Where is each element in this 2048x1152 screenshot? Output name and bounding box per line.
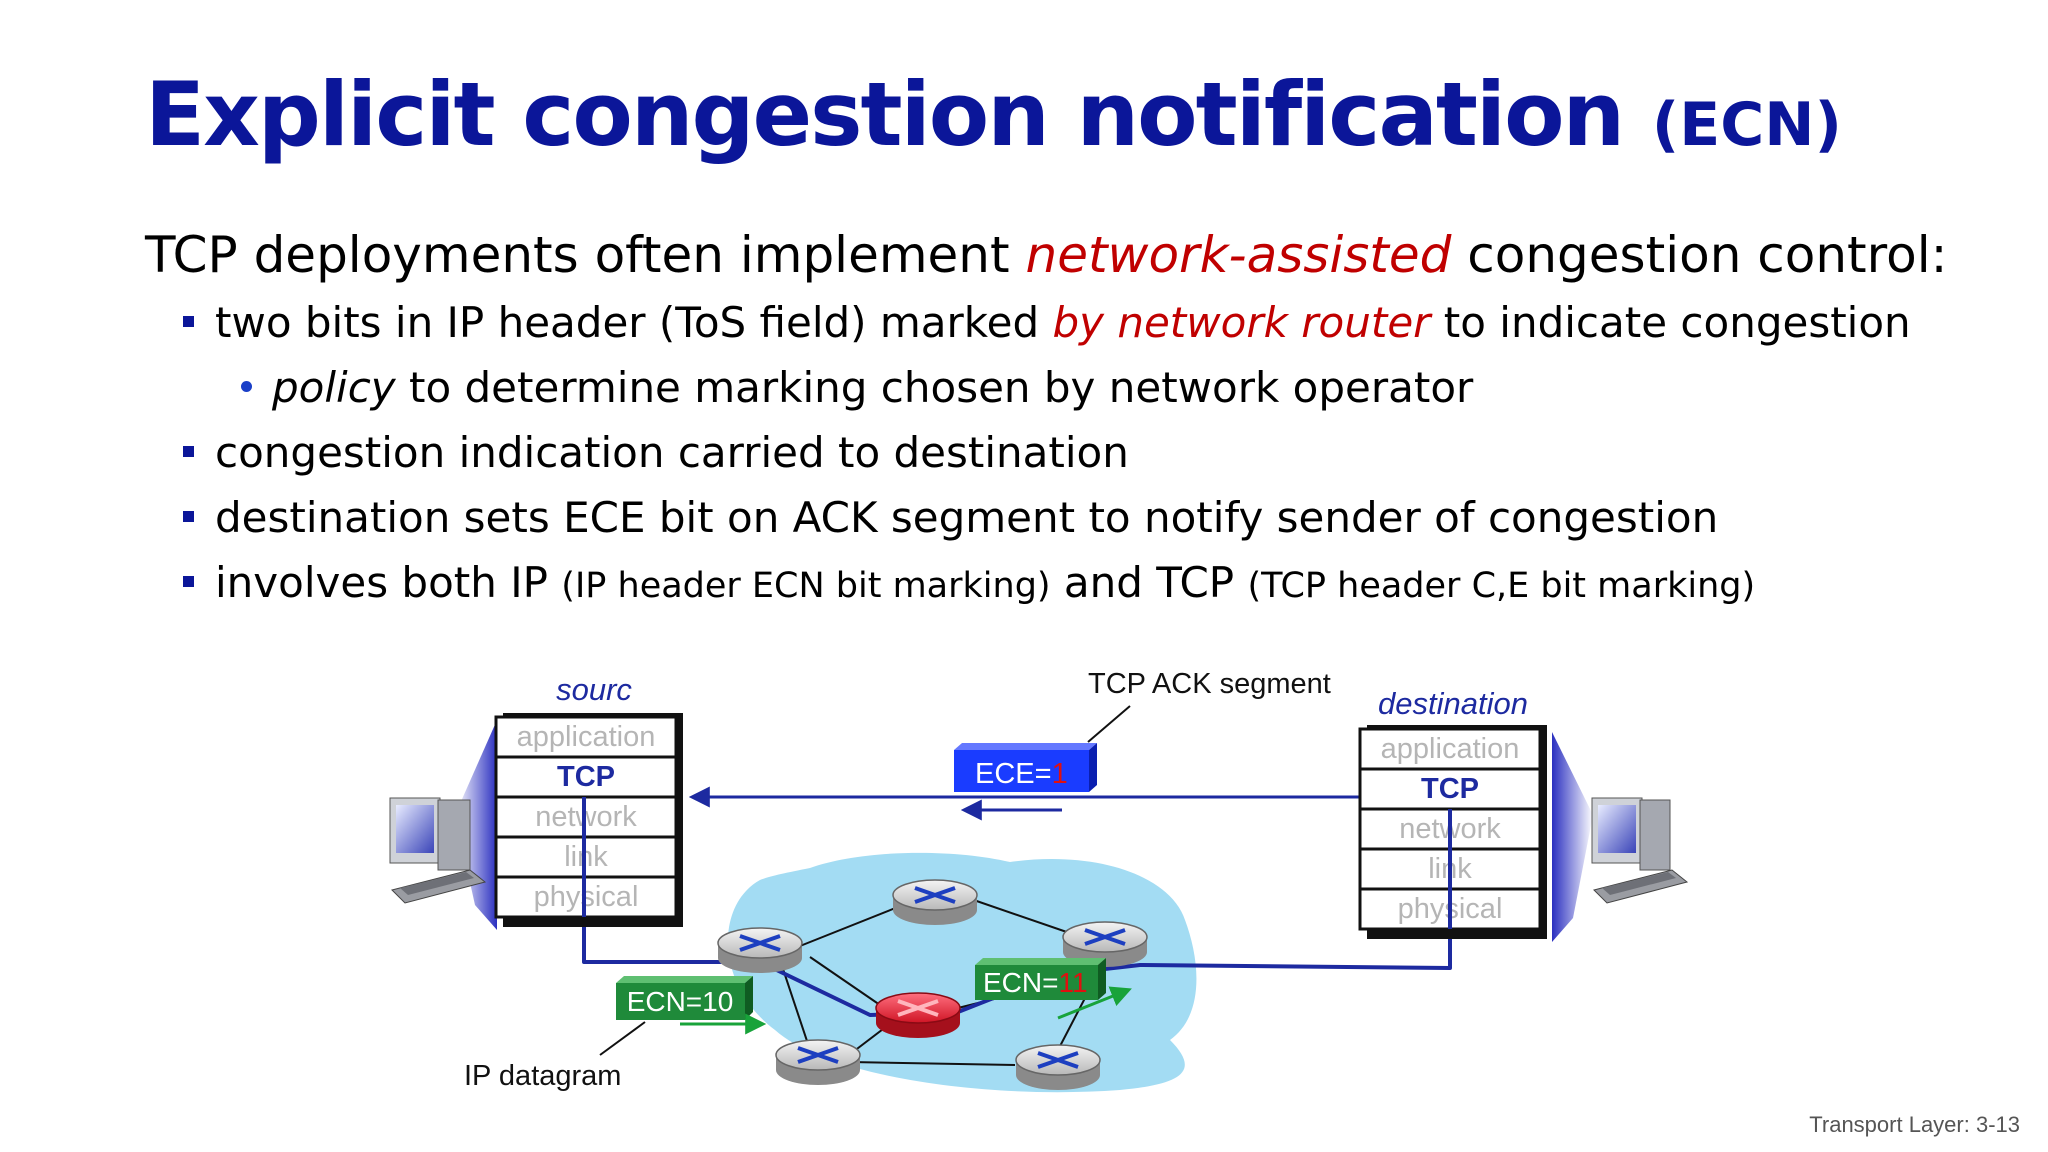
bullet-1-emphasis: by network router xyxy=(1052,298,1431,347)
source-layer-tcp: TCP xyxy=(557,761,615,793)
ecn-marked-prefix: ECN= xyxy=(983,967,1058,998)
ecn-unmarked-label: ECN=10 xyxy=(627,986,734,1017)
ip-datagram-callout-line xyxy=(599,1021,646,1056)
bullet-4-note-1: (IP header ECN bit marking) xyxy=(561,566,1051,606)
destination-layer-application: application xyxy=(1381,733,1520,765)
title-abbreviation: (ECN) xyxy=(1651,90,1842,160)
router xyxy=(775,1039,861,1085)
ecn-marked-value: 11 xyxy=(1058,967,1087,998)
sub-bullet-1: policy to determine marking chosen by ne… xyxy=(272,363,1473,413)
source-computer-icon xyxy=(389,797,487,904)
bullet-4-text-1: involves both IP xyxy=(215,558,562,607)
bullet-2: congestion indication carried to destina… xyxy=(215,428,1129,477)
source-layer-application: application xyxy=(517,721,656,753)
bullet-marker xyxy=(183,446,194,457)
bullet-1-text-1: two bits in IP header (ToS field) marked xyxy=(215,298,1053,347)
destination-beam xyxy=(1552,732,1593,942)
slide-footer: Transport Layer: 3-13 xyxy=(1809,1112,2020,1137)
source-layer-link: link xyxy=(564,841,608,873)
bullet-marker xyxy=(183,316,194,327)
destination-layer-tcp: TCP xyxy=(1421,773,1479,805)
ip-datagram-label: IP datagram xyxy=(464,1060,621,1092)
sub-bullet-marker xyxy=(241,381,252,392)
ecn-marked-box xyxy=(975,958,1106,1000)
congested-router xyxy=(875,992,961,1038)
ece-flag-label: ECE=1 xyxy=(975,758,1068,790)
ece-flag-prefix: ECE= xyxy=(975,758,1052,790)
bullet-marker xyxy=(183,511,194,522)
ack-callout-line xyxy=(1087,705,1131,743)
source-beam xyxy=(455,720,497,930)
destination-label: destination xyxy=(1378,686,1528,721)
ecn-marked-label: ECN=11 xyxy=(983,967,1088,998)
slide-title: Explicit congestion notification (ECN) xyxy=(145,62,1842,168)
ece-segment-box xyxy=(954,743,1097,792)
lead-emphasis: network-assisted xyxy=(1025,226,1452,284)
sub-bullet-text: to determine marking chosen by network o… xyxy=(395,363,1474,412)
router xyxy=(1062,921,1148,967)
destination-computer-icon xyxy=(1591,797,1689,904)
source-label: sourc xyxy=(556,672,632,707)
bullet-4-text-2: and TCP xyxy=(1050,558,1248,607)
source-layer-network: network xyxy=(535,801,637,833)
bullet-marker xyxy=(183,576,194,587)
tcp-ack-segment-label: TCP ACK segment xyxy=(1088,668,1331,700)
router xyxy=(892,879,978,925)
ecn-unmarked-box xyxy=(616,976,753,1020)
lead-paragraph: TCP deployments often implement network-… xyxy=(145,225,1947,285)
ece-flag-value: 1 xyxy=(1052,758,1068,790)
bullet-1: two bits in IP header (ToS field) marked… xyxy=(215,298,1911,348)
bullet-4-note-2: (TCP header C,E bit marking) xyxy=(1247,566,1756,606)
router xyxy=(1015,1044,1101,1090)
bullet-1-text-2: to indicate congestion xyxy=(1430,298,1911,347)
sub-bullet-emphasis: policy xyxy=(272,363,396,412)
bullet-3: destination sets ECE bit on ACK segment … xyxy=(215,493,1719,542)
router xyxy=(717,927,803,973)
bullet-4: involves both IP (IP header ECN bit mark… xyxy=(215,558,1755,608)
ecn-marked-arrow xyxy=(1057,986,1132,1020)
title-text: Explicit congestion notification xyxy=(145,63,1625,166)
lead-text-1: TCP deployments often implement xyxy=(145,226,1026,284)
network-cloud xyxy=(727,852,1197,1093)
lead-text-2: congestion control: xyxy=(1451,226,1948,284)
